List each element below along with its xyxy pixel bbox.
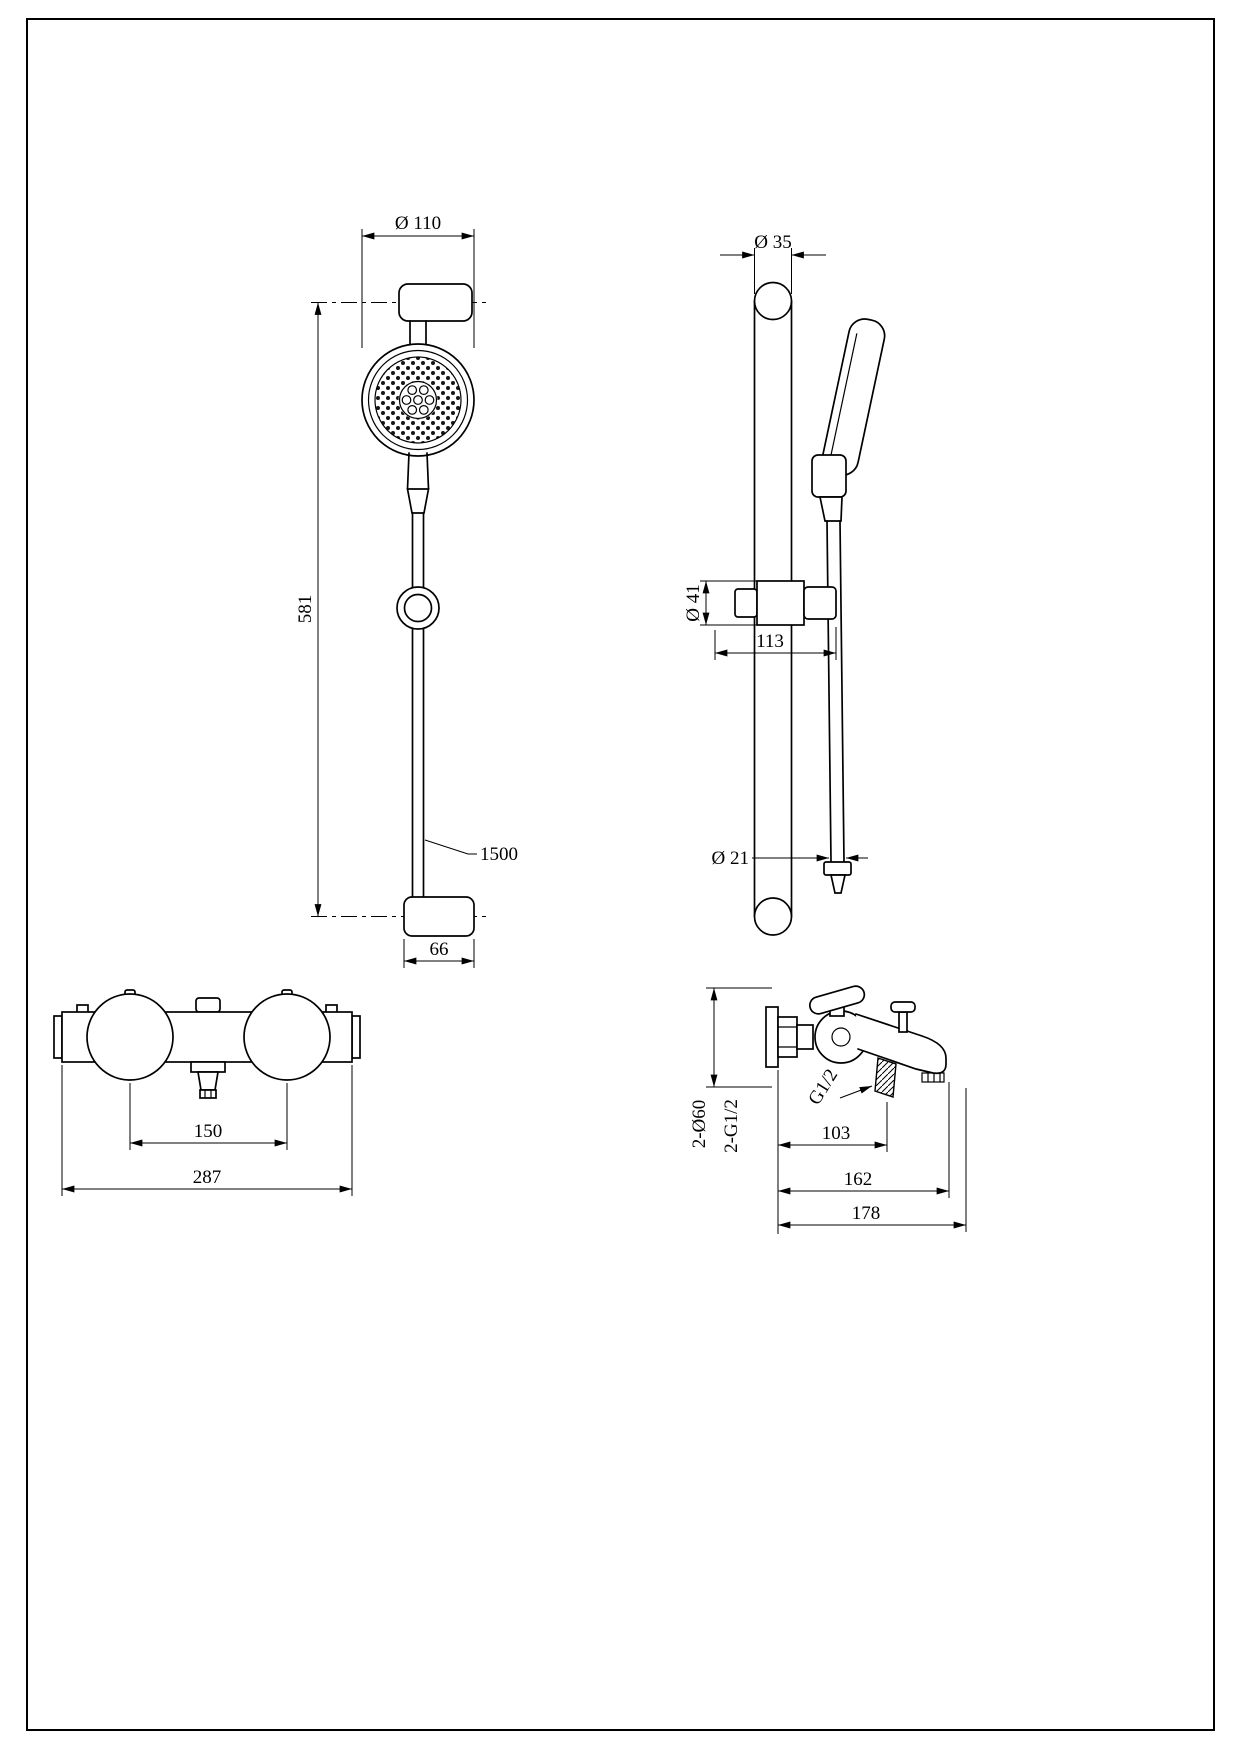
dim-tube-diameter: Ø 35 <box>720 232 826 294</box>
hose-outlet-nipple <box>874 1057 897 1098</box>
dim-label-bracket-width: 66 <box>430 939 449 960</box>
dim-label-overall-width: 287 <box>193 1167 222 1188</box>
view-mixer-front: 150 287 <box>53 989 361 1196</box>
left-handle <box>86 993 174 1081</box>
wall-fittings <box>765 1006 814 1068</box>
inlet-hex-nut <box>777 1016 798 1058</box>
dim-wall-to-outlet: 103 <box>778 1102 888 1152</box>
dim-label-tube-diameter: Ø 35 <box>754 232 791 253</box>
diverter-knob <box>890 1001 916 1033</box>
shower-hose <box>411 512 425 898</box>
dim-label-handle-spacing: 150 <box>194 1121 223 1142</box>
dim-head-diameter: Ø 110 <box>361 213 475 348</box>
slider-ring <box>396 586 440 630</box>
bottom-wall-bracket <box>403 896 475 937</box>
dim-escutcheon: 2-Ø60 2-G1/2 <box>689 987 772 1153</box>
holder-cradle <box>811 454 847 498</box>
top-wall-bracket <box>398 283 473 322</box>
holder-arm <box>803 586 837 620</box>
hose-end-cone <box>829 874 847 894</box>
shower-head-face <box>361 343 475 457</box>
dim-label-inlet-thread: 2-G1/2 <box>721 1099 742 1153</box>
holder-clamp <box>756 580 805 626</box>
dim-bracket-width: 66 <box>403 939 475 968</box>
dim-label-wall-to-outlet: 103 <box>822 1123 851 1144</box>
dim-label-rail-length: 581 <box>295 595 316 624</box>
escutcheon-edge <box>765 1006 779 1068</box>
sheet-border <box>26 18 1215 1731</box>
dim-label-holder-offset: 113 <box>756 631 784 652</box>
inlet-connector <box>796 1024 814 1050</box>
dim-rail-length: 581 <box>295 302 322 917</box>
center-spout <box>190 1061 226 1099</box>
rail-bottom-cap <box>753 897 793 936</box>
dim-label-hose-diameter: Ø 21 <box>712 848 749 869</box>
dim-handle-spacing: 150 <box>129 1083 288 1150</box>
hose-nut <box>823 861 852 876</box>
aerator <box>921 1072 945 1083</box>
view-rail-front: Ø 110 581 1500 66 <box>295 213 518 968</box>
spout-side <box>855 1013 947 1083</box>
dim-label-head-diameter: Ø 110 <box>395 213 441 234</box>
dim-hose-diameter: Ø 21 <box>712 848 868 869</box>
center-nozzle-cluster <box>401 385 435 415</box>
slider-holder-side <box>734 580 837 626</box>
dim-wall-to-spout: 162 <box>778 1082 950 1198</box>
dim-label-overall-depth: 178 <box>852 1203 881 1224</box>
handle-tip <box>818 496 843 522</box>
lever-handle <box>808 985 866 1017</box>
dim-overall-width: 287 <box>61 1065 353 1196</box>
leader-hose-length: 1500 <box>424 839 518 865</box>
dim-label-hose-length: 1500 <box>480 844 518 865</box>
view-rail-side: Ø 35 Ø 41 113 Ø 21 <box>683 232 886 936</box>
rail-top-cap <box>753 281 793 321</box>
dim-holder-diameter: Ø 41 <box>683 580 757 626</box>
top-outlet-stub <box>195 997 221 1013</box>
dim-label-wall-to-spout: 162 <box>844 1169 873 1190</box>
right-handle <box>243 993 331 1081</box>
dim-label-holder-diameter: Ø 41 <box>683 584 704 621</box>
holder-knob <box>734 588 758 618</box>
hand-shower-side <box>811 318 886 522</box>
dim-overall-depth: 178 <box>778 1088 967 1232</box>
hose-cone-fitting <box>406 488 430 514</box>
cartridge-cap <box>831 1027 851 1047</box>
dim-holder-offset: 113 <box>714 627 837 660</box>
dim-label-escutcheon: 2-Ø60 <box>689 1100 710 1149</box>
hose-side <box>823 520 852 894</box>
